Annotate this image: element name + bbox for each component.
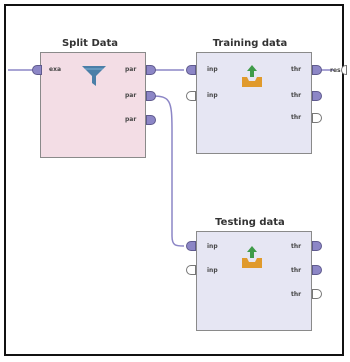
store-upload-icon <box>242 65 262 87</box>
training-data-title: Training data <box>212 38 288 49</box>
split-data-title: Split Data <box>61 38 119 49</box>
testing-data-title: Testing data <box>215 217 285 228</box>
training-data-operator[interactable]: inp inp thr thr thr <box>196 52 312 154</box>
split-output-port-1[interactable] <box>146 65 156 75</box>
split-output-port-2[interactable] <box>146 91 156 101</box>
result-port-label: res <box>330 67 341 74</box>
process-frame <box>4 4 344 356</box>
testing-output-port-1[interactable] <box>312 241 322 251</box>
testing-out-port-label-3: thr <box>291 291 302 298</box>
training-out-port-label-1: thr <box>291 66 302 73</box>
split-in-port-label: exa <box>49 66 61 73</box>
result-port[interactable] <box>341 65 347 75</box>
split-output-port-3[interactable] <box>146 115 156 125</box>
training-out-port-label-2: thr <box>291 92 302 99</box>
training-output-port-2[interactable] <box>312 91 322 101</box>
testing-in-port-label-2: inp <box>207 267 218 274</box>
training-input-port-1[interactable] <box>186 65 196 75</box>
split-out-port-label-3: par <box>125 116 137 123</box>
split-out-port-label-2: par <box>125 92 137 99</box>
training-in-port-label-1: inp <box>207 66 218 73</box>
testing-input-port-1[interactable] <box>186 241 196 251</box>
testing-data-operator[interactable]: inp inp thr thr thr <box>196 231 312 331</box>
testing-output-port-3[interactable] <box>312 289 322 299</box>
filter-funnel-icon <box>82 66 106 86</box>
split-input-port[interactable] <box>32 65 42 75</box>
testing-input-port-2[interactable] <box>186 265 196 275</box>
testing-output-port-2[interactable] <box>312 265 322 275</box>
training-input-port-2[interactable] <box>186 91 196 101</box>
testing-out-port-label-1: thr <box>291 243 302 250</box>
training-out-port-label-3: thr <box>291 114 302 121</box>
testing-in-port-label-1: inp <box>207 243 218 250</box>
training-output-port-3[interactable] <box>312 113 322 123</box>
split-data-operator[interactable]: exa par par par <box>40 52 146 158</box>
store-upload-icon <box>242 246 262 268</box>
split-out-port-label-1: par <box>125 66 137 73</box>
training-in-port-label-2: inp <box>207 92 218 99</box>
testing-out-port-label-2: thr <box>291 267 302 274</box>
training-output-port-1[interactable] <box>312 65 322 75</box>
